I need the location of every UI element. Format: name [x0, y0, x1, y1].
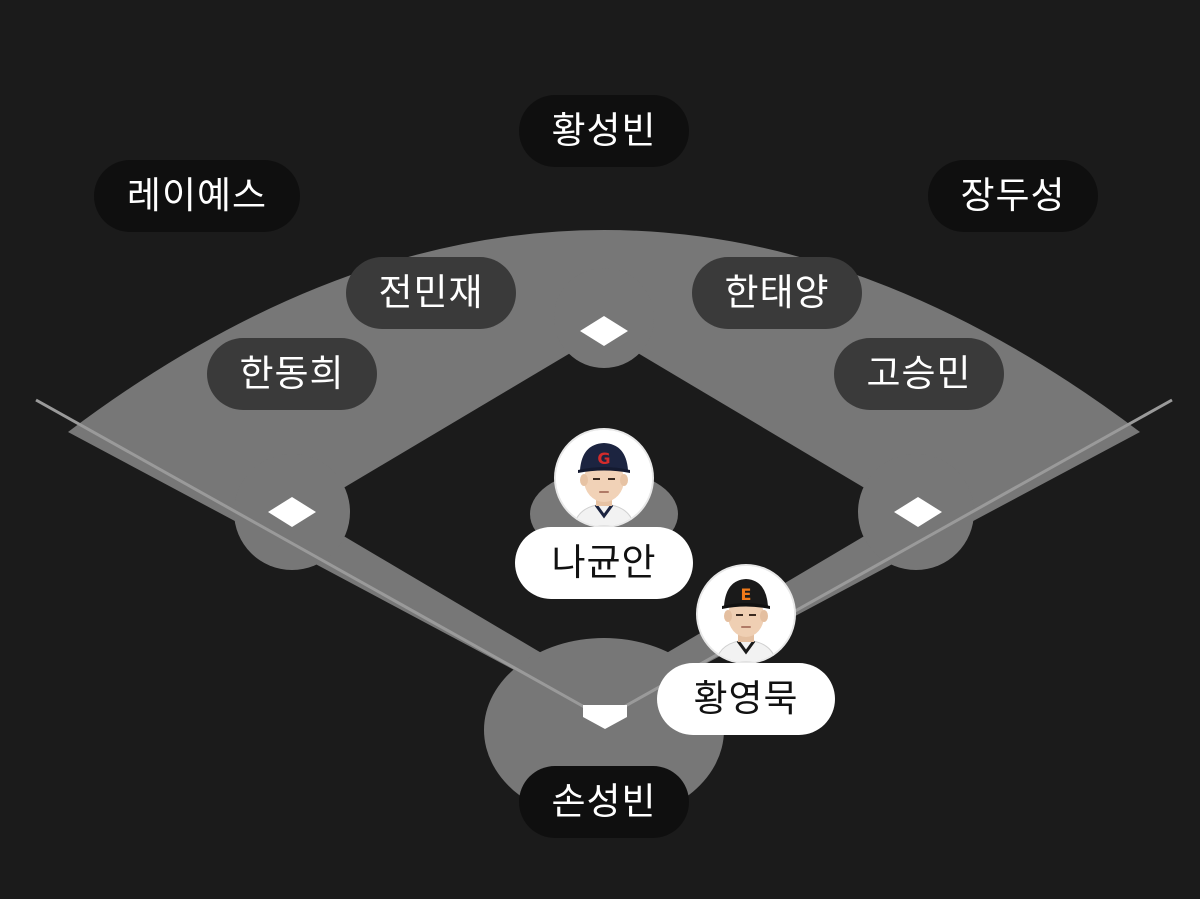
third-base [268, 497, 316, 527]
left-field-player[interactable]: 레이예스 [94, 160, 300, 232]
second-base [580, 316, 628, 346]
shortstop-player[interactable]: 전민재 [346, 257, 516, 329]
catcher-player[interactable]: 손성빈 [519, 766, 689, 838]
cap-logo: G [597, 449, 610, 468]
second-base-player[interactable]: 한태양 [692, 257, 862, 329]
right-field-player[interactable]: 장두성 [928, 160, 1098, 232]
home-plate [583, 705, 627, 729]
first-base [894, 497, 942, 527]
relief-pitcher-avatar[interactable]: E [698, 566, 794, 662]
relief-pitcher-player[interactable]: 황영묵 [657, 663, 835, 735]
player-photo-icon: G [556, 430, 652, 526]
pitcher-player[interactable]: 나균안 [515, 527, 693, 599]
pitcher-avatar[interactable]: G [556, 430, 652, 526]
third-base-player[interactable]: 한동희 [207, 338, 377, 410]
cap-logo: E [741, 585, 752, 604]
first-base-player[interactable]: 고승민 [834, 338, 1004, 410]
player-photo-icon: E [698, 566, 794, 662]
left-foul-line [35, 398, 605, 720]
center-field-player[interactable]: 황성빈 [519, 95, 689, 167]
